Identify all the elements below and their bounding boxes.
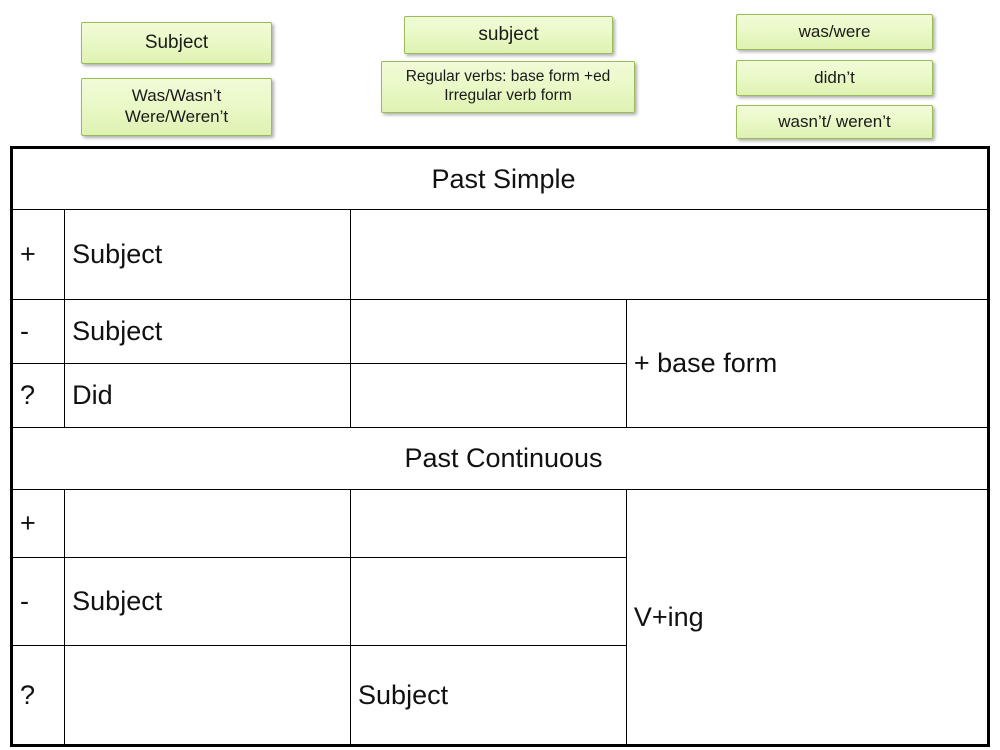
row-marker-affirmative-past-continuous: +: [10, 489, 66, 558]
row-marker-question-past-simple: ?: [10, 363, 66, 428]
cell-past-simple-affirmative-verb[interactable]: [350, 209, 989, 300]
chip-wasnt-werent-label: wasn’t/ weren’t: [778, 111, 891, 131]
table-section-header-row: Past Simple: [11, 147, 989, 210]
cell-past-simple-question-subject[interactable]: [350, 363, 627, 428]
row-marker-question-past-continuous: ?: [10, 645, 66, 746]
table-row: ? Subject: [10, 645, 989, 746]
chip-subject-left[interactable]: Subject: [81, 22, 272, 64]
chip-verb-forms-text: Regular verbs: base form +ed Irregular v…: [406, 68, 611, 106]
table-section-header-row: Past Continuous: [11, 427, 989, 490]
cell-past-continuous-question-auxiliary[interactable]: [64, 645, 352, 746]
chip-was-wasnt-text: Was/Wasn’t Were/Weren’t: [125, 86, 228, 127]
cell-past-continuous-affirmative-auxiliary[interactable]: [350, 489, 627, 558]
cell-past-simple-base-form[interactable]: + base form: [625, 299, 990, 428]
cell-past-continuous-negative-auxiliary[interactable]: [350, 557, 627, 646]
cell-past-simple-negative-subject[interactable]: Subject: [64, 299, 352, 364]
table-row: + V+ing: [10, 489, 990, 746]
grammar-structure-table: Past Simple + Subject - Subject + base f…: [10, 146, 990, 747]
row-marker-negative-past-simple: -: [10, 299, 66, 364]
chip-was-wasnt-were-werent[interactable]: Was/Wasn’t Were/Weren’t: [81, 78, 272, 136]
table-row: + Subject: [10, 209, 989, 300]
chip-didnt[interactable]: didn’t: [736, 60, 933, 96]
cell-past-continuous-affirmative-subject[interactable]: [64, 489, 352, 558]
table-row: - Subject + base form: [10, 299, 990, 428]
chip-was-were-label: was/were: [798, 21, 871, 41]
cell-past-simple-affirmative-subject[interactable]: Subject: [64, 209, 352, 300]
cell-past-continuous-question-subject[interactable]: Subject: [350, 645, 627, 746]
table-row: - Subject: [10, 557, 989, 646]
row-marker-negative-past-continuous: -: [10, 557, 66, 646]
cell-past-simple-question-auxiliary[interactable]: Did: [64, 363, 352, 428]
chip-verb-forms-line2: Irregular verb form: [444, 87, 572, 104]
chip-subject-middle[interactable]: subject: [404, 16, 613, 54]
chip-wasnt-werent[interactable]: wasn’t/ weren’t: [736, 105, 933, 139]
section-title-past-continuous: Past Continuous: [11, 427, 989, 490]
chip-didnt-label: didn’t: [814, 67, 855, 87]
table-row: ? Did: [10, 363, 989, 428]
chip-was-were[interactable]: was/were: [736, 14, 933, 50]
section-title-past-simple: Past Simple: [11, 147, 989, 210]
chip-verb-forms-line1: Regular verbs: base form +ed: [405, 68, 611, 86]
cell-past-continuous-ving[interactable]: V+ing: [625, 489, 990, 746]
row-marker-affirmative-past-simple: +: [10, 209, 66, 300]
chip-was-wasnt-line2: Were/Weren’t: [124, 107, 229, 126]
chip-verb-forms[interactable]: Regular verbs: base form +ed Irregular v…: [381, 61, 635, 113]
cell-past-simple-negative-auxiliary[interactable]: [350, 299, 627, 364]
chip-subject-left-label: Subject: [144, 32, 209, 54]
cell-past-continuous-negative-subject[interactable]: Subject: [64, 557, 352, 646]
chip-was-wasnt-line1: Was/Wasn’t: [131, 86, 222, 106]
chip-subject-middle-label: subject: [478, 24, 539, 46]
